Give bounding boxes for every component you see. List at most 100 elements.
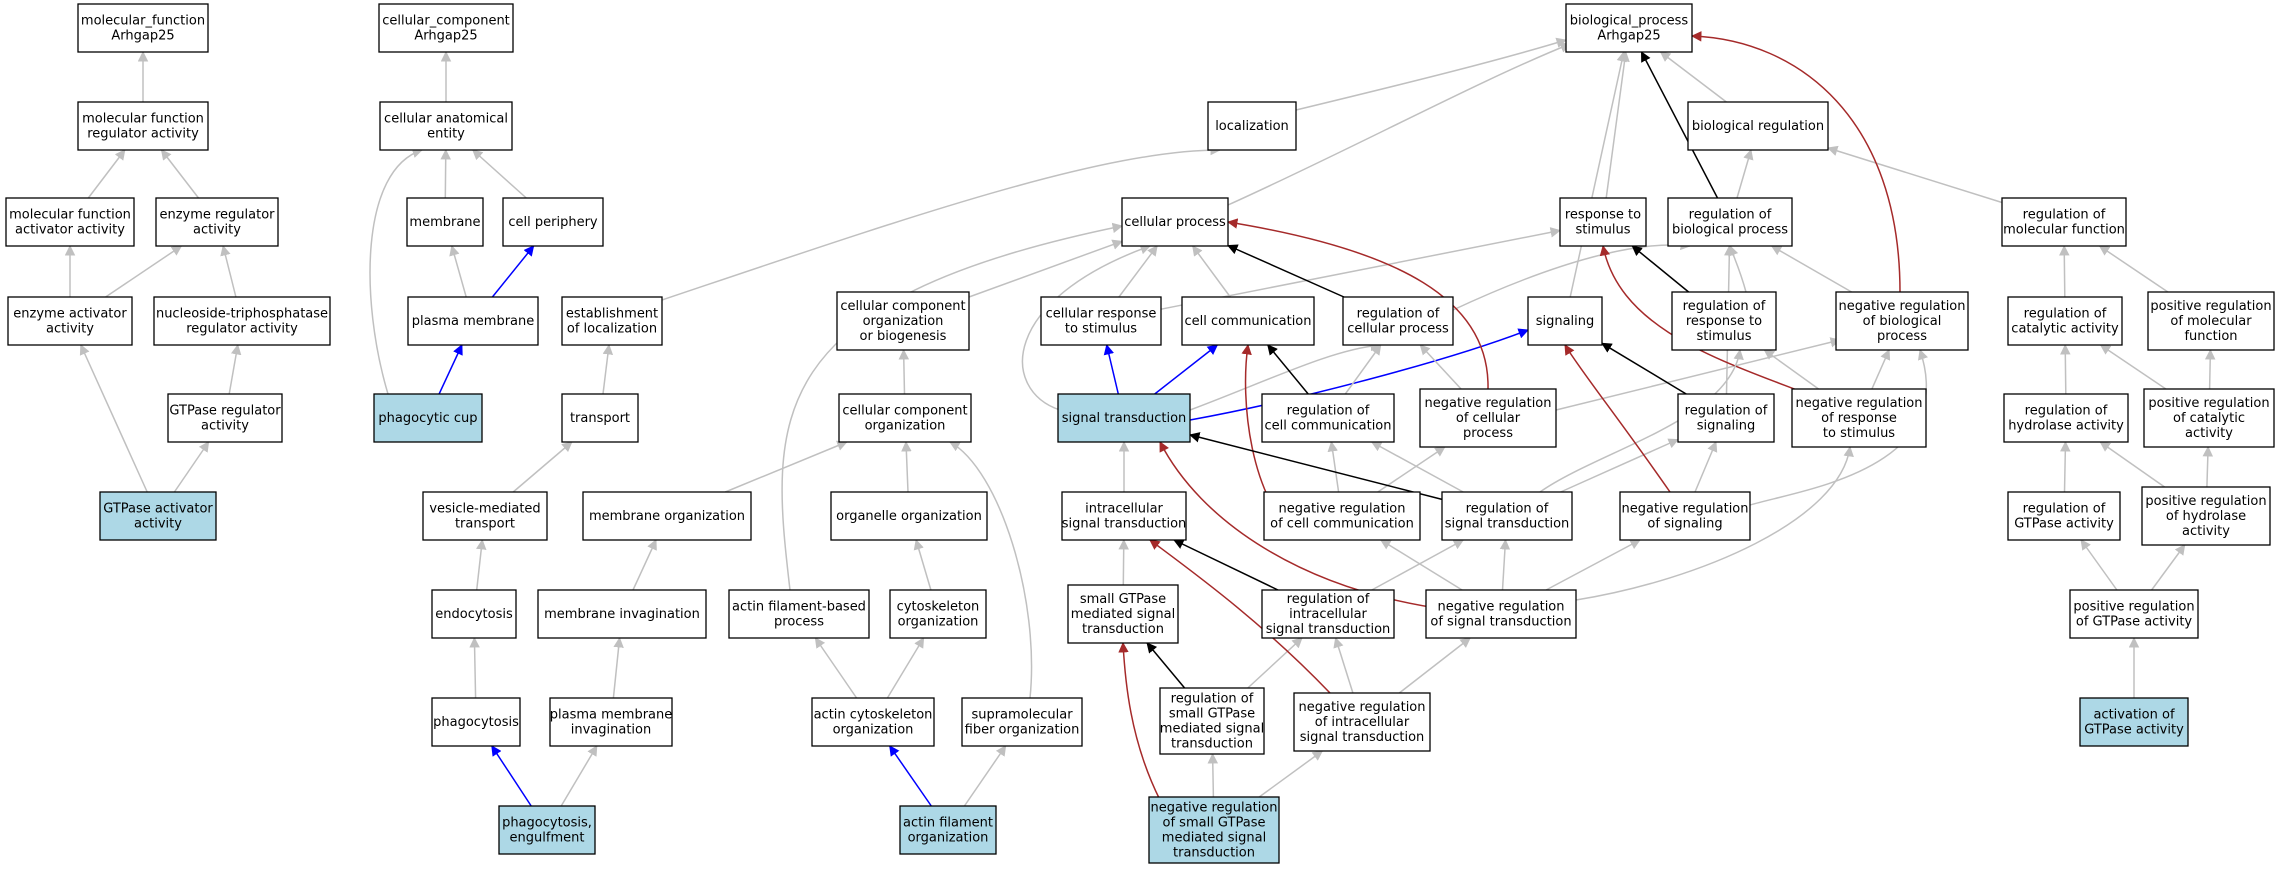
node-org_org[interactable]: organelle organization xyxy=(830,491,988,541)
node-label-line: of signal transduction xyxy=(1430,615,1571,630)
edge-reg_intra-to-intra_sig xyxy=(1173,539,1279,591)
node-label-line: activity xyxy=(2182,524,2230,539)
node-label-line: regulation of xyxy=(1171,692,1254,707)
node-label-line: of localization xyxy=(567,322,657,337)
node-sig_trans[interactable]: signal transduction xyxy=(1057,393,1191,443)
edge-neg_reg_sig_trans-to-neg_reg_cell_comm xyxy=(1380,539,1463,591)
node-label-line: regulation of xyxy=(1683,299,1766,314)
node-label-line: regulation of xyxy=(1357,307,1440,322)
node-label-line: intracellular xyxy=(1085,502,1163,517)
node-label-line: regulator activity xyxy=(87,127,199,142)
node-box xyxy=(378,3,514,53)
node-localization[interactable]: localization xyxy=(1207,101,1297,151)
node-bio_reg[interactable]: biological regulation xyxy=(1687,101,1829,151)
node-cell_periph[interactable]: cell periphery xyxy=(502,197,604,247)
node-phagocytosis[interactable]: phagocytosis xyxy=(431,697,521,747)
edge-gtp_reg-to-ntp_reg xyxy=(228,343,242,395)
node-endocytosis[interactable]: endocytosis xyxy=(431,589,517,639)
edge-enz_reg-to-mf_reg xyxy=(160,149,200,199)
node-box xyxy=(830,491,988,541)
node-plasma_mem[interactable]: plasma membrane xyxy=(407,296,539,346)
edge-sig_trans-to-reg_cell_proc xyxy=(1189,340,1382,411)
node-cell_comm[interactable]: cell communication xyxy=(1181,296,1315,346)
node-label-line: negative regulation xyxy=(1150,801,1277,816)
node-transport[interactable]: transport xyxy=(561,393,639,443)
edge-pos_reg_cat-to-reg_cat xyxy=(2099,344,2167,390)
node-cell_proc[interactable]: cellular process xyxy=(1121,197,1229,247)
edge-neg_reg_small-to-neg_reg_intra xyxy=(1258,750,1324,798)
node-box xyxy=(1067,584,1179,644)
edge-reg_sig_trans-to-reg_cell_comm xyxy=(1370,441,1464,493)
node-membrane[interactable]: membrane xyxy=(406,197,484,247)
node-label-line: stimulus xyxy=(1575,223,1630,238)
edge-pos_reg_hyd-to-pos_reg_cat xyxy=(2202,445,2214,488)
node-box xyxy=(1791,388,1927,448)
node-mem_org[interactable]: membrane organization xyxy=(582,491,752,541)
edge-sig_trans-to-cell_comm xyxy=(1154,344,1219,395)
node-label-line: activity xyxy=(134,517,182,532)
node-signaling[interactable]: signaling xyxy=(1527,296,1603,346)
node-phago_eng[interactable]: phagocytosis,engulfment xyxy=(498,805,596,855)
edge-cell_proc-to-bp_root xyxy=(1227,42,1571,206)
node-label-line: organization xyxy=(863,314,944,329)
edge-bio_reg-to-bp_root xyxy=(1659,51,1727,103)
node-label-line: negative regulation xyxy=(1437,600,1564,615)
node-phago_cup[interactable]: phagocytic cup xyxy=(373,393,483,443)
node-mem_inv[interactable]: membrane invagination xyxy=(537,589,707,639)
node-box xyxy=(1148,796,1280,864)
node-label-line: regulation of xyxy=(1287,592,1370,607)
node-label-line: mediated signal xyxy=(1160,722,1264,737)
